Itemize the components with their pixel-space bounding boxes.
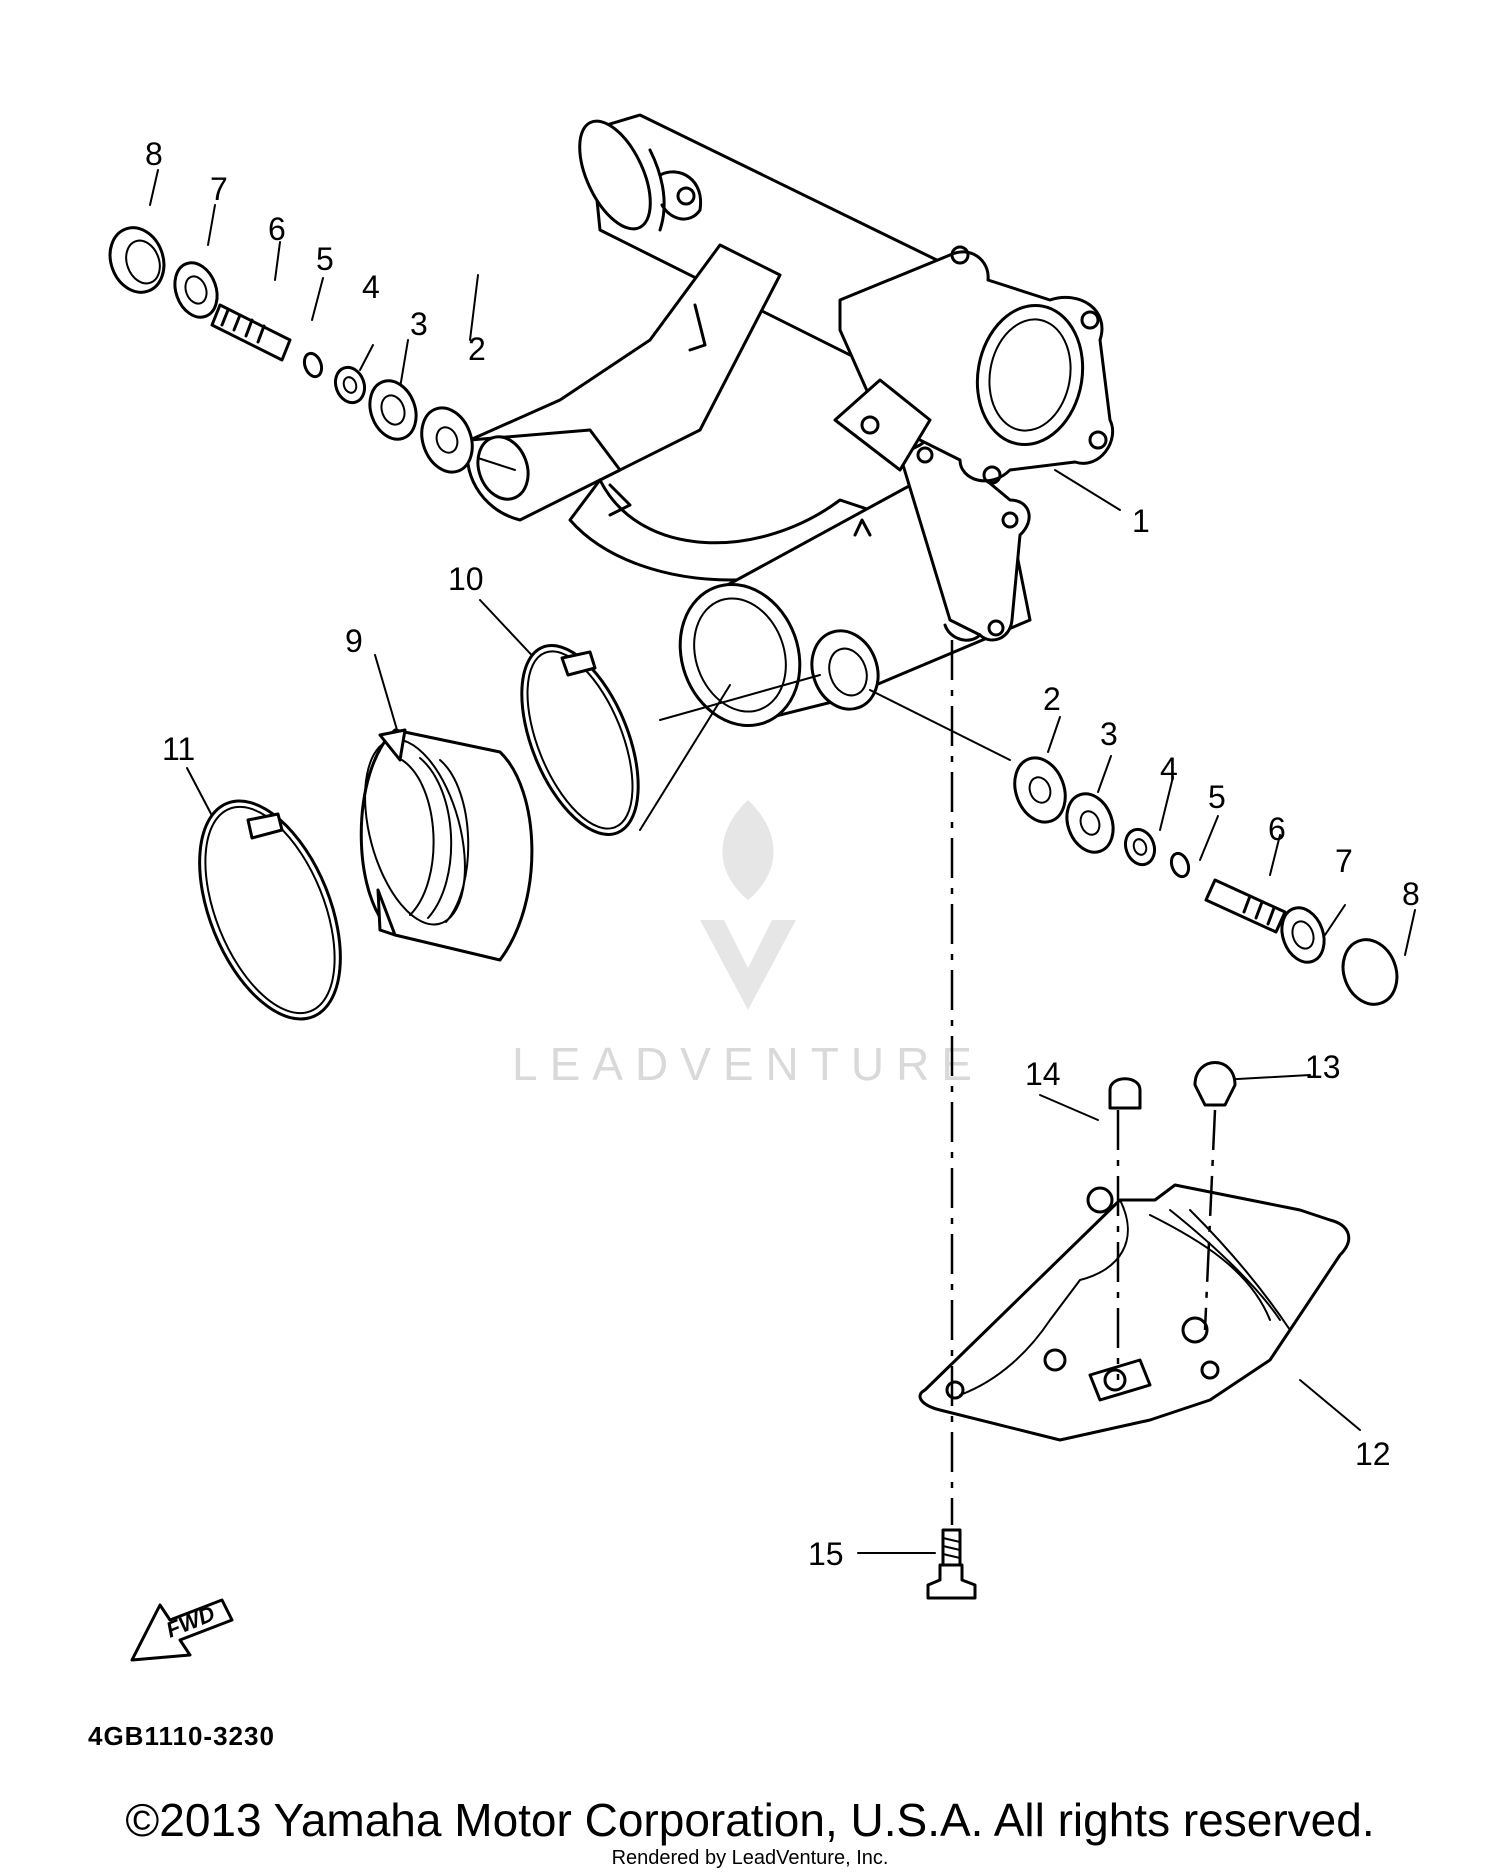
callout-4-left: 4 (362, 269, 380, 305)
clamp-10 (520, 644, 640, 836)
nut-7-left (173, 261, 219, 319)
callout-7-left: 7 (210, 171, 228, 207)
callout-15: 15 (808, 1536, 844, 1572)
washer-4-left (333, 365, 367, 405)
callouts: 1 2 3 4 5 6 7 8 2 3 4 5 6 7 8 9 10 11 12… (145, 136, 1420, 1572)
cap-8-right (1341, 938, 1399, 1006)
copyright-notice: ©2013 Yamaha Motor Corporation, U.S.A. A… (125, 1794, 1375, 1846)
oring-5-right (1169, 851, 1191, 879)
skid-plate-assembly (918, 640, 1351, 1600)
nut-7-right (1280, 906, 1326, 964)
rendered-by-credit: Rendered by LeadVenture, Inc. (611, 1847, 889, 1869)
callout-3-right: 3 (1100, 716, 1118, 752)
callout-11: 11 (162, 731, 195, 767)
callout-2-right: 2 (1043, 681, 1061, 717)
clamp-11 (198, 799, 342, 1021)
shaft-6-left (210, 303, 292, 362)
oring-5-left (302, 351, 324, 379)
callout-1: 1 (1132, 503, 1150, 539)
plug-14 (1108, 1077, 1142, 1110)
callout-8-right: 8 (1402, 876, 1420, 912)
boot-and-clamps (198, 644, 640, 1021)
leadventure-watermark: LEADVENTURE (512, 800, 984, 1090)
callout-6-right: 6 (1268, 811, 1286, 847)
washer-4-right (1123, 827, 1157, 867)
callout-13: 13 (1305, 1049, 1341, 1085)
right-pivot-hardware (1013, 756, 1399, 1006)
callout-5-left: 5 (316, 241, 334, 277)
callout-4-right: 4 (1160, 751, 1178, 787)
callout-2-left: 2 (468, 331, 486, 367)
bearing-3-left (368, 379, 418, 441)
callout-9: 9 (345, 623, 363, 659)
bearing-2-right (1013, 756, 1067, 824)
callout-5-right: 5 (1208, 779, 1226, 815)
callout-14: 14 (1025, 1056, 1061, 1092)
callout-6-left: 6 (268, 211, 286, 247)
leader-lines (149, 169, 1416, 1554)
callout-7-right: 7 (1335, 843, 1353, 879)
cap-8-left (108, 226, 166, 294)
left-pivot-hardware (108, 226, 474, 474)
bearing-2-left (420, 406, 474, 474)
callout-3-left: 3 (410, 306, 428, 342)
callout-10: 10 (448, 561, 484, 597)
watermark-text: LEADVENTURE (512, 1038, 984, 1090)
bolt-15 (926, 1563, 977, 1600)
fwd-arrow: FWD (130, 1598, 234, 1662)
skid-plate-12 (918, 1183, 1351, 1442)
bearing-3-right (1065, 792, 1115, 854)
callout-12: 12 (1355, 1436, 1391, 1472)
diagram-code: 4GB1110-3230 (88, 1721, 275, 1751)
callout-8-left: 8 (145, 136, 163, 172)
plug-13 (1193, 1061, 1237, 1107)
